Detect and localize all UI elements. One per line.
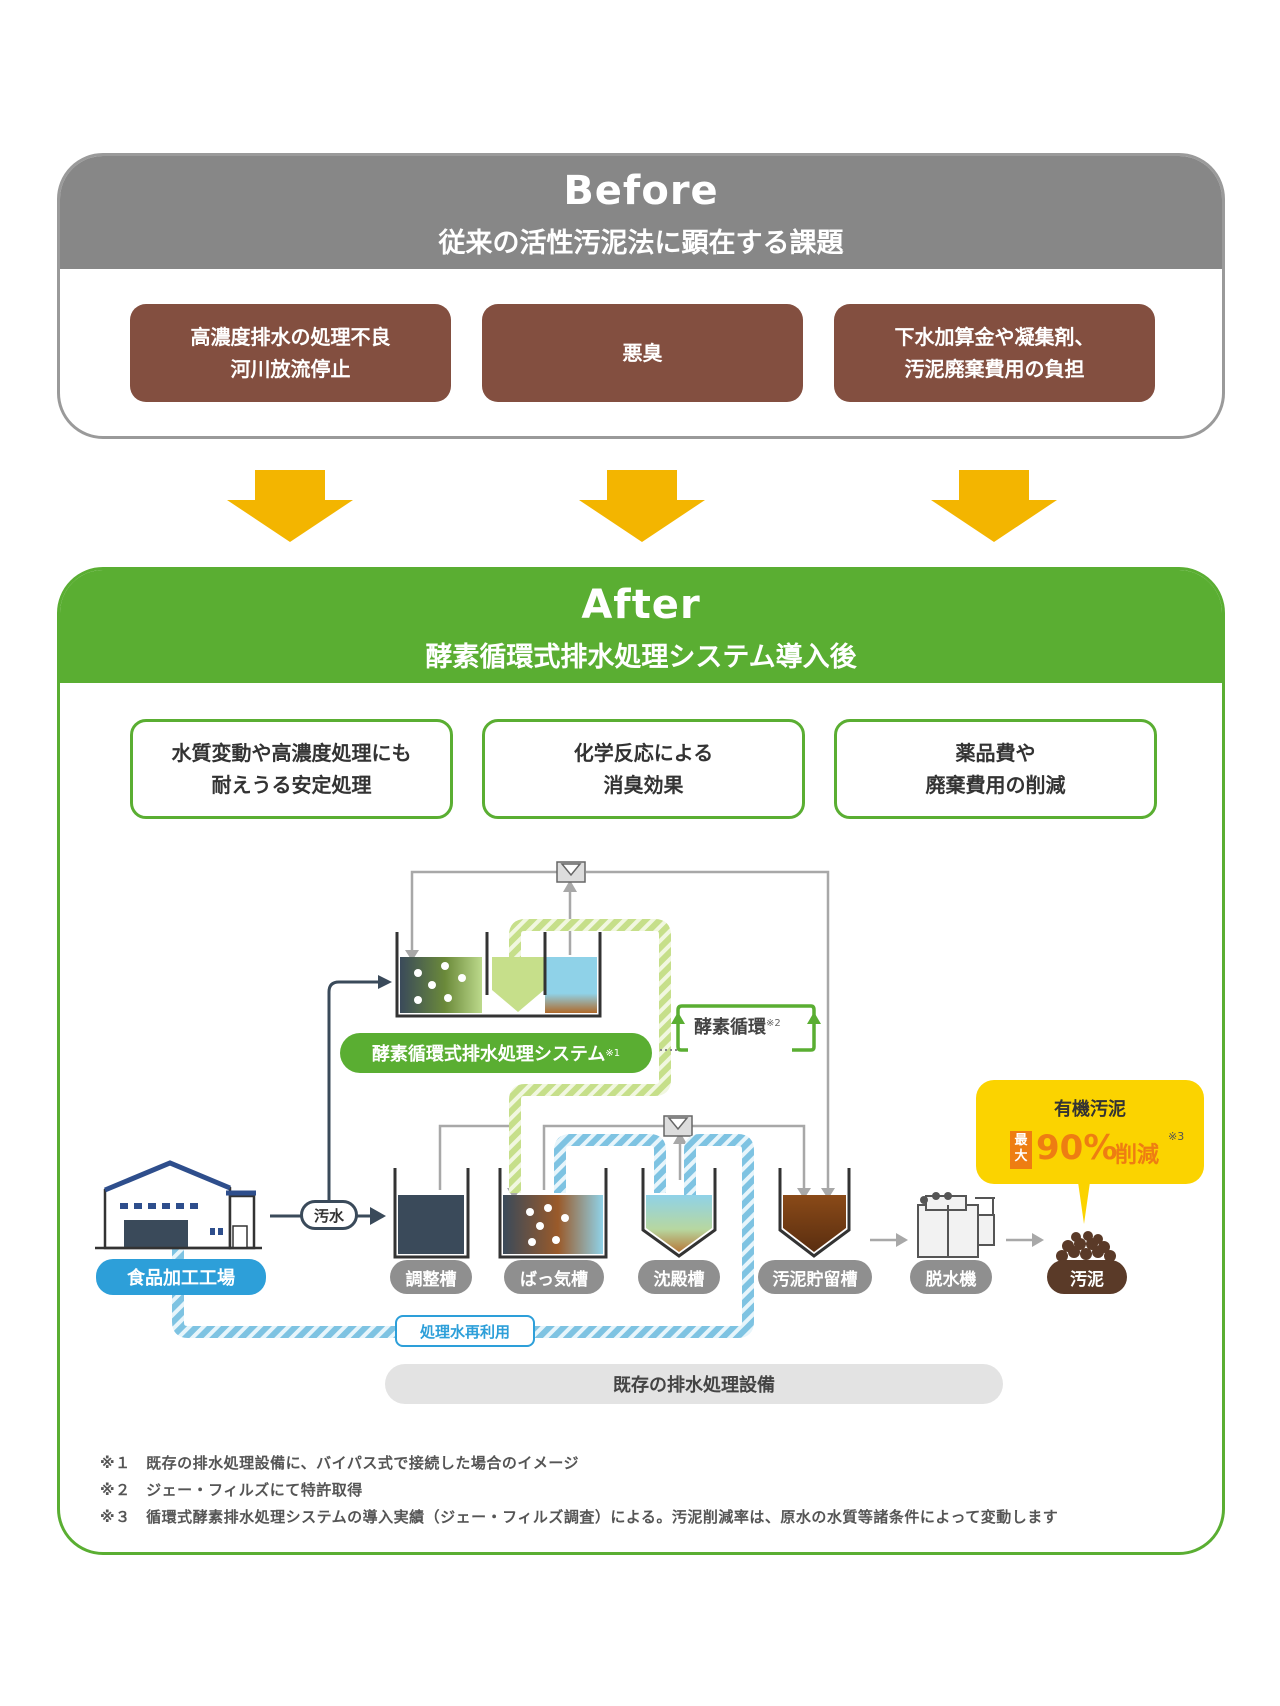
callout-mark: ※3 bbox=[1168, 1130, 1185, 1143]
footnote: ※２ ジェー・フィルズにて特許取得 bbox=[100, 1481, 363, 1499]
enzyme-system-label: 酵素循環式排水処理システム※1 bbox=[340, 1033, 652, 1073]
aeration-tank bbox=[498, 1168, 608, 1259]
tank-label-sedimentation: 沈殿槽 bbox=[638, 1260, 720, 1294]
benefit-box: 水質変動や高濃度処理にも 耐えうる安定処理 bbox=[130, 719, 453, 819]
after-header: After 酵素循環式排水処理システム導入後 bbox=[60, 570, 1222, 683]
benefit-box: 薬品費や 廃棄費用の削減 bbox=[834, 719, 1157, 819]
adjustment-tank bbox=[393, 1168, 470, 1259]
arrow-head-icon bbox=[370, 1207, 386, 1225]
flowmeter-icon bbox=[556, 861, 693, 1137]
before-panel: Before 従来の活性汚泥法に顕在する課題 高濃度排水の処理不良 河川放流停止… bbox=[57, 153, 1225, 439]
arrow-head-icon bbox=[671, 1012, 685, 1024]
callout-max-badge: 最大 bbox=[1014, 1133, 1028, 1164]
arrow-head-icon bbox=[821, 1188, 835, 1199]
factory-icon bbox=[95, 1160, 262, 1250]
benefit-box: 化学反応による 消臭効果 bbox=[482, 719, 805, 819]
sludge-pile-icon bbox=[1056, 1231, 1116, 1262]
down-arrow-icon bbox=[227, 470, 353, 542]
issue-box: 悪臭 bbox=[482, 304, 803, 402]
after-title: After bbox=[581, 582, 701, 628]
tank-label-sludge-storage: 汚泥貯留槽 bbox=[758, 1260, 872, 1294]
arrow-head-icon bbox=[673, 1132, 687, 1144]
before-header: Before 従来の活性汚泥法に顕在する課題 bbox=[60, 156, 1222, 269]
arrow-head-icon bbox=[797, 1188, 811, 1199]
reuse-pipe bbox=[554, 1134, 666, 1193]
before-subtitle: 従来の活性汚泥法に顕在する課題 bbox=[438, 228, 844, 259]
factory-label: 食品加工工場 bbox=[96, 1259, 266, 1295]
reuse-label: 処理水再利用 bbox=[395, 1315, 535, 1347]
enzyme-system-tanks bbox=[395, 932, 602, 1018]
enzyme-cycle-arrow bbox=[676, 1004, 816, 1052]
reuse-pipe bbox=[172, 1134, 754, 1338]
wastewater-label: 汚水 bbox=[300, 1200, 358, 1230]
issue-box: 下水加算金や凝集剤、 汚泥廃棄費用の負担 bbox=[834, 304, 1155, 402]
issue-box: 高濃度排水の処理不良 河川放流停止 bbox=[130, 304, 451, 402]
before-title: Before bbox=[563, 168, 719, 214]
callout-title: 有機汚泥 bbox=[1054, 1099, 1126, 1120]
sedimentation-tank bbox=[641, 1168, 717, 1258]
return-line bbox=[410, 870, 1034, 1242]
sludge-storage-tank bbox=[778, 1168, 851, 1258]
sludge-label: 汚泥 bbox=[1047, 1260, 1127, 1294]
tank-label-aeration: ばっ気槽 bbox=[504, 1260, 604, 1294]
dehydrator-label: 脱水機 bbox=[910, 1260, 992, 1294]
arrow-head-icon bbox=[1032, 1233, 1044, 1247]
arrow-head-icon bbox=[378, 975, 392, 989]
down-arrow-icon bbox=[579, 470, 705, 542]
valve-icon bbox=[920, 1196, 928, 1204]
dehydrator-icon bbox=[917, 1195, 995, 1258]
after-subtitle: 酵素循環式排水処理システム導入後 bbox=[425, 642, 857, 673]
footnote: ※３ 循環式酵素排水処理システムの導入実績（ジェー・フィルズ調査）による。汚泥削… bbox=[100, 1508, 1059, 1526]
callout-bubble bbox=[976, 1080, 1204, 1224]
footnote: ※１ 既存の排水処理設備に、バイパス式で接続した場合のイメージ bbox=[100, 1454, 580, 1472]
callout-percent: 90% bbox=[1036, 1128, 1118, 1168]
enzyme-pipe bbox=[509, 919, 671, 1193]
arrow-head-icon bbox=[563, 880, 577, 892]
existing-equipment-label: 既存の排水処理設備 bbox=[385, 1364, 1003, 1404]
arrow-head-icon bbox=[405, 950, 419, 961]
enzyme-cycle-label: 酵素循環※2 bbox=[694, 1017, 781, 1038]
tank-label-adjustment: 調整槽 bbox=[390, 1260, 472, 1294]
arrow-head-icon bbox=[896, 1233, 908, 1247]
down-arrow-icon bbox=[931, 470, 1057, 542]
wastewater-pipe bbox=[270, 980, 380, 1218]
callout-reduce: 削減 bbox=[1115, 1143, 1160, 1168]
